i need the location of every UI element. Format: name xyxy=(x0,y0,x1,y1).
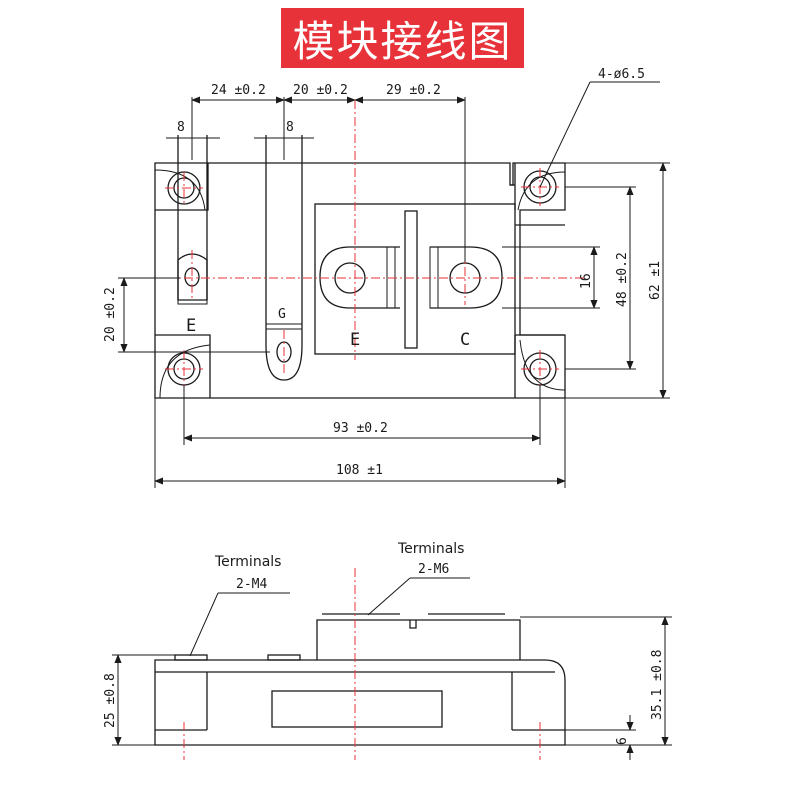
terminal-panel xyxy=(314,203,516,355)
dim-hole-spec: 4-ø6.5 xyxy=(598,67,645,82)
dim-35: 35.1 ±0.8 xyxy=(650,650,665,720)
label-collector: C xyxy=(460,330,470,350)
side-top-block xyxy=(316,619,521,660)
label-terminals-large: Terminals xyxy=(397,541,464,557)
dim-6: 6 xyxy=(615,737,630,745)
dim-25: 25 ±0.8 xyxy=(103,673,118,728)
dim-tab-width-1: 8 xyxy=(177,120,185,135)
side-window xyxy=(271,690,443,728)
dim-24: 24 ±0.2 xyxy=(211,83,266,98)
top-view: E G E C 24 ±0.2 20 ±0.2 29 ±0.2 8 8 4-ø6… xyxy=(103,67,670,488)
dim-93: 93 ±0.2 xyxy=(333,421,388,436)
label-gate: G xyxy=(278,307,286,322)
label-left-e: E xyxy=(186,316,196,336)
diagram-title: 模块接线图 xyxy=(281,8,524,68)
label-m6: 2-M6 xyxy=(418,562,449,577)
dim-tab-width-2: 8 xyxy=(286,120,294,135)
side-base xyxy=(154,659,566,746)
module-outline xyxy=(154,162,566,399)
emitter-aux-terminal xyxy=(177,135,208,305)
dim-62: 62 ±1 xyxy=(648,261,663,300)
dim-48: 48 ±0.2 xyxy=(615,252,630,307)
emitter-main-terminal xyxy=(319,246,400,309)
dim-20-vertical: 20 ±0.2 xyxy=(103,287,118,342)
dim-108: 108 ±1 xyxy=(336,463,383,478)
label-m4: 2-M4 xyxy=(236,577,267,592)
dim-29: 29 ±0.2 xyxy=(386,83,441,98)
label-terminals-small: Terminals xyxy=(214,554,281,570)
dim-20: 20 ±0.2 xyxy=(293,83,348,98)
dim-16: 16 xyxy=(579,273,594,289)
label-center-e: E xyxy=(350,330,360,350)
side-view: Terminals 2-M4 Terminals 2-M6 25 ±0.8 35… xyxy=(103,541,672,760)
insulator-bar xyxy=(404,210,418,349)
